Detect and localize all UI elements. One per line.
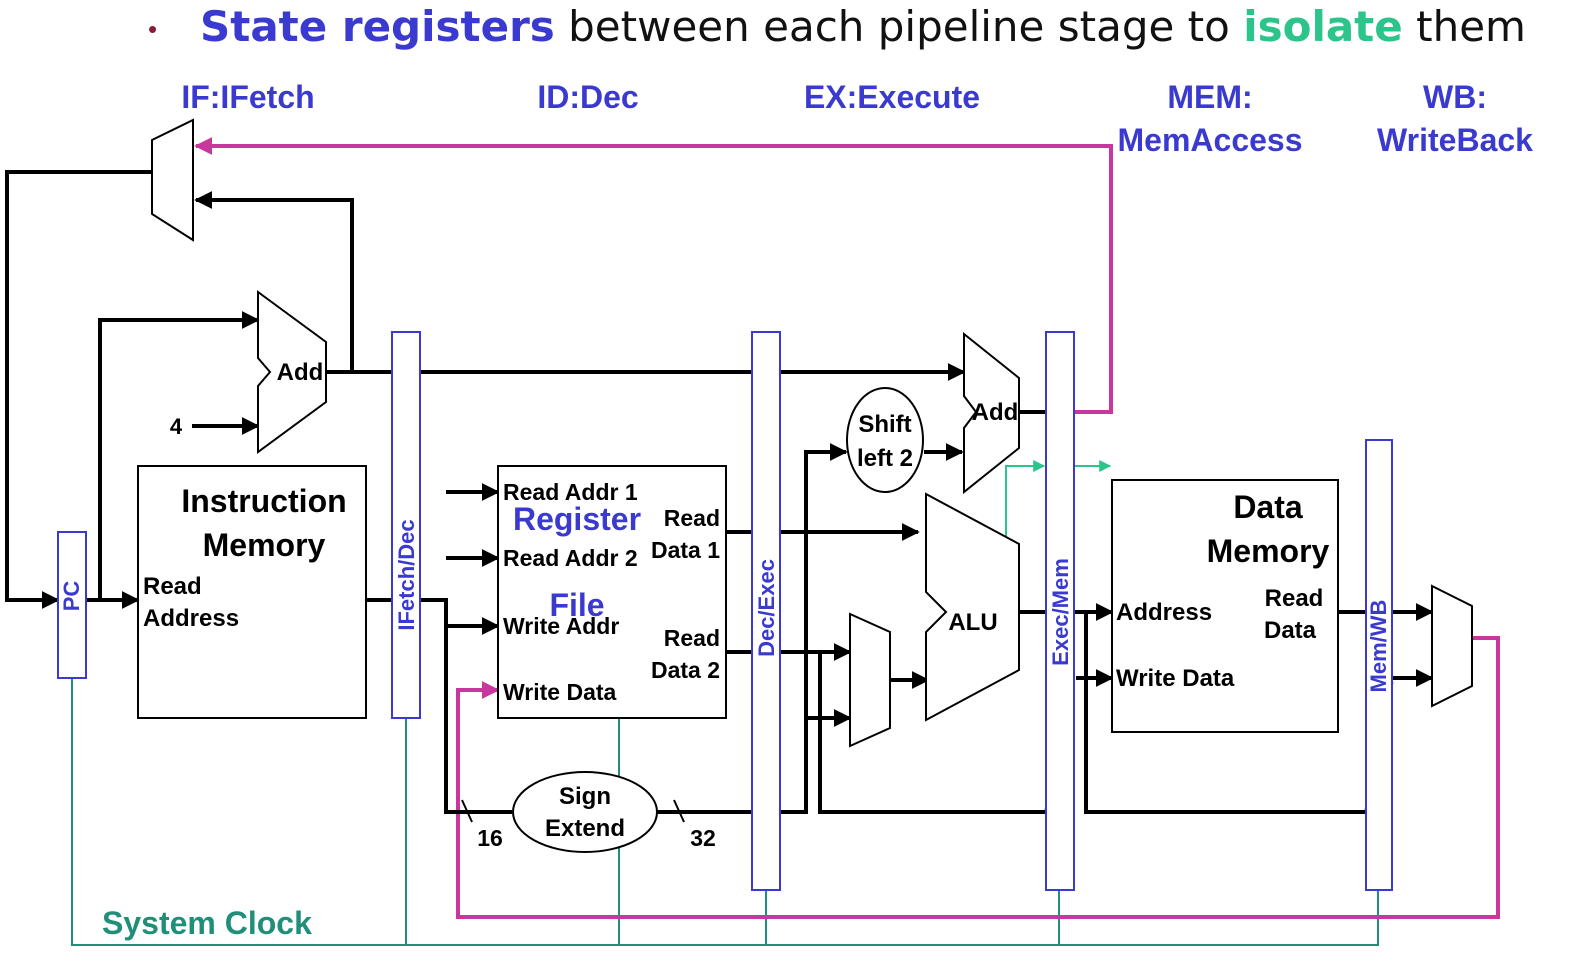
writeback-mux: [1431, 584, 1473, 708]
register-file-title-2: File: [549, 587, 604, 623]
slide-header: • State registers between each pipeline …: [0, 0, 1570, 60]
multiplexers: [151, 118, 1473, 748]
headline: State registers between each pipeline st…: [200, 2, 1526, 51]
instruction-memory-box: [137, 465, 367, 719]
alu-label: ALU: [948, 609, 997, 636]
data-memory-title-1: Data: [1233, 489, 1303, 525]
data-memory-address: Address: [1116, 599, 1212, 626]
shift-left-label-2: left 2: [857, 445, 913, 472]
register-file-read-data2-line1: Read: [664, 625, 720, 651]
arithmetic-unit-labels: Add Add ALU 4: [170, 359, 1018, 636]
instruction-memory-title-2: Memory: [203, 527, 326, 563]
branch-adder: [963, 331, 1020, 495]
stage-label-wb-line1: WB:: [1423, 79, 1487, 115]
data-memory-read-data-line2: Data: [1264, 617, 1317, 644]
data-memory-read-data-line1: Read: [1265, 585, 1324, 612]
instruction-memory-port-1: Read: [143, 573, 202, 600]
register-file-write-data: Write Data: [503, 679, 617, 705]
headline-middle: between each pipeline stage to: [554, 2, 1244, 51]
control-signal-wires: [1005, 460, 1112, 544]
branch-and-writeback-wires: [194, 137, 1500, 919]
pc-source-mux: [151, 118, 194, 242]
instruction-memory-title-1: Instruction: [181, 483, 346, 519]
register-file-box: [497, 465, 727, 719]
memwb-label: Mem/WB: [1366, 600, 1391, 693]
ifdec-label: IFetch/Dec: [394, 519, 419, 630]
headline-end: them: [1402, 2, 1526, 51]
ifdec-register: [391, 331, 421, 719]
stage-label-wb-line2: WriteBack: [1377, 122, 1533, 158]
branch-adder-label: Add: [972, 399, 1019, 426]
bus-width-ticks: [461, 799, 685, 823]
stage-labels: IF:IFetch ID:Dec EX:Execute MEM: MemAcce…: [181, 79, 1533, 158]
register-file-read-data2-line2: Data 2: [651, 657, 720, 683]
shift-left-2-unit: [846, 387, 924, 493]
execmem-label: Exec/Mem: [1048, 558, 1073, 666]
stage-label-if: IF:IFetch: [181, 79, 314, 115]
pc-register: [57, 531, 87, 679]
data-memory-write-data: Write Data: [1116, 665, 1235, 692]
decexec-register: [751, 331, 781, 891]
pc-label: PC: [59, 581, 84, 612]
shift-left-label-1: Shift: [858, 411, 911, 438]
stage-label-ex: EX:Execute: [804, 79, 980, 115]
bullet-marker: •: [148, 14, 158, 44]
system-clock-label: System Clock: [102, 905, 312, 941]
pipeline-registers: [57, 331, 1393, 891]
register-file-read-addr1: Read Addr 1: [503, 479, 638, 505]
stage-label-mem-line2: MemAccess: [1118, 122, 1303, 158]
headline-state-registers: State registers: [200, 2, 555, 51]
register-file-title-1: Register: [513, 501, 641, 537]
pc-adder: [257, 290, 327, 454]
pc-adder-label: Add: [277, 359, 324, 386]
alu-src-mux: [849, 612, 891, 748]
instruction-memory-port-2: Address: [143, 605, 239, 632]
headline-isolate: isolate: [1243, 2, 1403, 51]
stage-label-id: ID:Dec: [537, 79, 638, 115]
alu-unit: [925, 492, 1020, 722]
ellipse-unit-labels: Shift left 2 Sign Extend 16 32: [477, 411, 913, 851]
bus-width-32: 32: [690, 825, 716, 851]
bus-width-16: 16: [477, 825, 503, 851]
datapath-wires: [5, 170, 1434, 814]
arithmetic-units: [257, 290, 1020, 722]
sign-extend-label-1: Sign: [559, 783, 611, 810]
register-file-labels: Register File Read Addr 1 Read Addr 2 Wr…: [503, 479, 720, 705]
register-file-read-data1-line2: Data 1: [651, 537, 720, 563]
constant-four: 4: [170, 414, 183, 439]
data-memory-labels: Data Memory Address Write Data Read Data: [1116, 489, 1330, 692]
decexec-label: Dec/Exec: [754, 559, 779, 657]
register-file-read-data1-line1: Read: [664, 505, 720, 531]
execmem-register: [1045, 331, 1075, 891]
register-file-read-addr2: Read Addr 2: [503, 545, 638, 571]
sign-extend-unit: [512, 771, 658, 853]
stage-label-mem-line1: MEM:: [1167, 79, 1252, 115]
data-memory-box: [1111, 479, 1339, 733]
data-memory-title-2: Memory: [1207, 533, 1330, 569]
memwb-register: [1365, 439, 1393, 891]
register-file-write-addr: Write Addr: [503, 613, 619, 639]
instruction-memory-labels: Instruction Memory Read Address: [143, 483, 347, 632]
sign-extend-label-2: Extend: [545, 815, 625, 842]
pipeline-register-labels: PC IFetch/Dec Dec/Exec Exec/Mem Mem/WB: [59, 519, 1391, 692]
